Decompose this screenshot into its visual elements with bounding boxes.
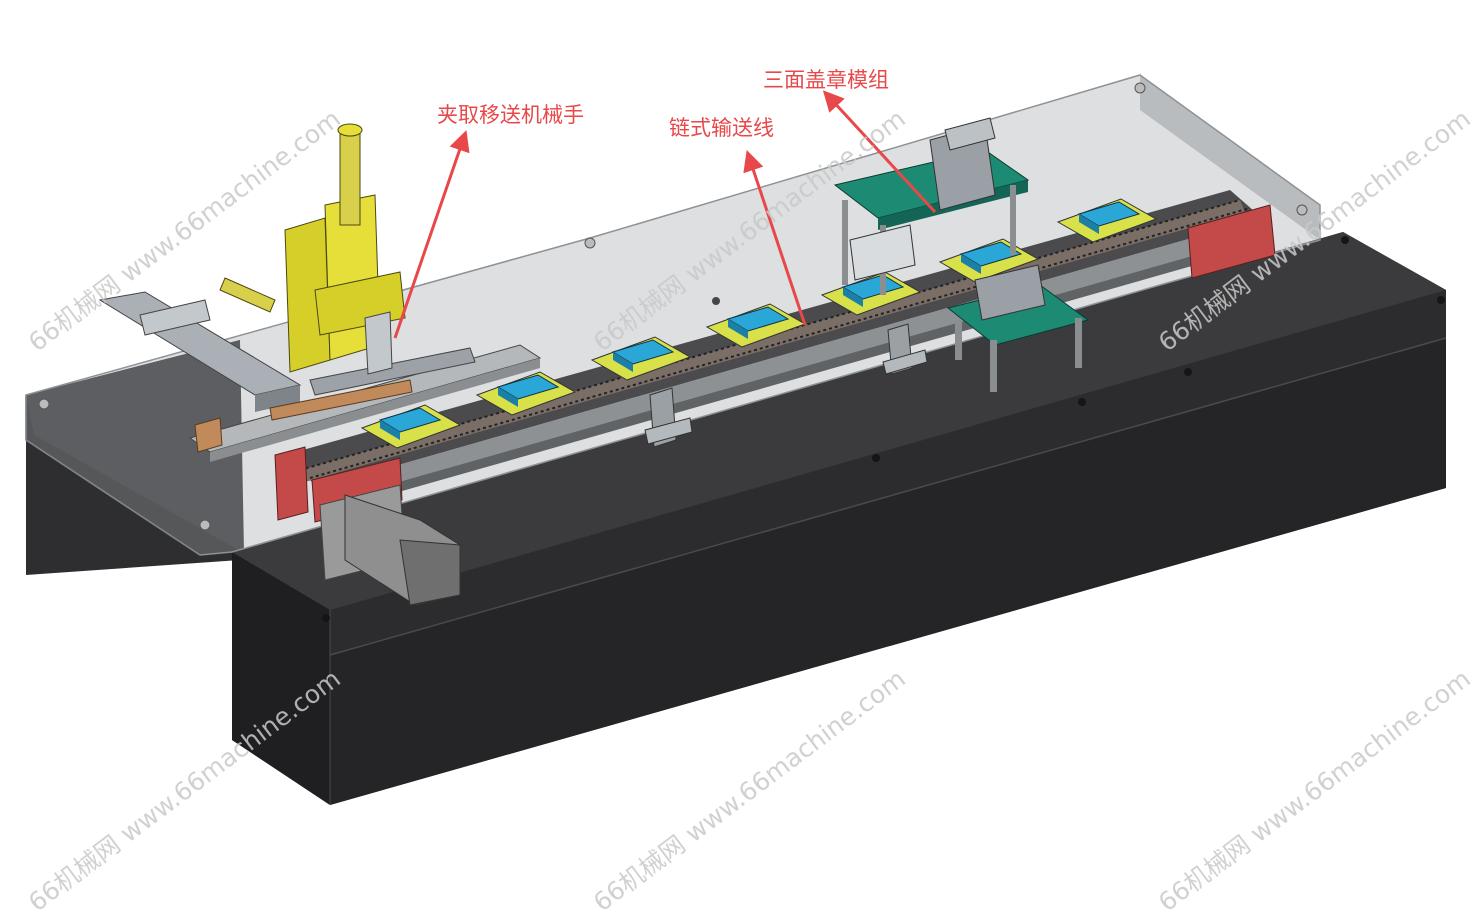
fixture-7 — [1056, 198, 1158, 243]
fixture-4 — [705, 303, 807, 348]
arrow-conveyor — [743, 150, 807, 326]
fixture-5 — [820, 271, 922, 316]
cabinet-base — [26, 232, 1447, 805]
gripper-transfer-robot — [98, 123, 542, 462]
stamp-module — [833, 117, 1090, 392]
fixture-2 — [475, 371, 577, 416]
callout-gripper-transfer: 夹取移送机械手 — [437, 103, 584, 127]
conveyor-end-plate-right — [1187, 204, 1276, 279]
fixture-row — [360, 198, 1158, 449]
conveyor-brackets — [644, 323, 928, 448]
fixture-1 — [360, 404, 462, 449]
drive-motor — [319, 484, 461, 606]
arrow-gripper — [393, 130, 470, 339]
fixture-3 — [590, 336, 692, 381]
callout-stamp-module: 三面盖章模组 — [763, 68, 889, 92]
callout-chain-conveyor: 链式输送线 — [669, 116, 774, 140]
callout-arrows — [393, 90, 937, 339]
arrow-stamp — [822, 90, 937, 214]
